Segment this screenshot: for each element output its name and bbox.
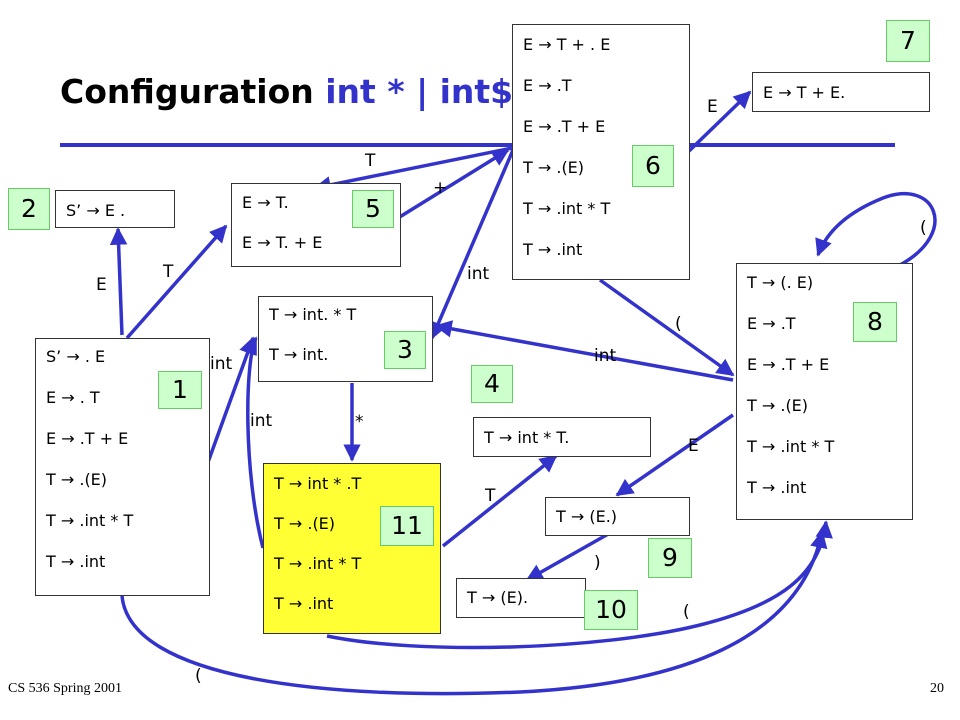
edge-6-3 <box>430 149 515 340</box>
state-item: T → (E). <box>467 588 529 607</box>
state-number-badge: 9 <box>648 538 692 578</box>
edge-1-2 <box>109 227 128 336</box>
edge-6-7 <box>686 90 752 154</box>
edge-label: int <box>594 346 617 366</box>
edge-1-3 <box>205 336 256 466</box>
edge-label: * <box>355 412 364 432</box>
state-2: S’ → E . <box>55 190 175 228</box>
title-prefix: Configuration <box>60 72 326 111</box>
edge-8-3 <box>434 320 734 382</box>
edge-5-6 <box>397 148 510 220</box>
edge-8-8 <box>815 191 937 267</box>
state-item: T → .(E) <box>747 396 809 415</box>
state-item: T → .int <box>747 478 807 497</box>
state-item: E → .T + E <box>523 117 606 136</box>
state-item: T → .int <box>274 594 334 613</box>
state-item: T → int * T. <box>484 428 570 447</box>
edge-label: ( <box>195 666 202 686</box>
footer-course: CS 536 Spring 2001 <box>8 681 122 696</box>
state-number-badge: 5 <box>352 190 394 228</box>
state-item: T → .int * T <box>274 554 362 573</box>
edge-8-9 <box>615 413 734 497</box>
edge-label: T <box>365 151 376 171</box>
edge-label: T <box>485 486 496 506</box>
state-item: E → .T + E <box>46 429 129 448</box>
state-number-badge: 11 <box>380 506 434 546</box>
state-item: T → (. E) <box>747 273 814 292</box>
state-number-badge: 2 <box>8 188 50 230</box>
state-number-badge: 1 <box>158 371 202 409</box>
state-item: T → int * .T <box>274 474 362 493</box>
state-item: E → .T <box>747 314 796 333</box>
state-item: E → T + E. <box>763 83 846 102</box>
state-11: T → int * .T T → .(E) T → .int * T T → .… <box>263 463 441 634</box>
state-number-badge: 3 <box>384 331 426 369</box>
state-item: T → .(E) <box>523 158 585 177</box>
edge-label: T <box>163 262 174 282</box>
edge-11-4 <box>441 454 558 548</box>
state-item: S’ → E . <box>66 201 126 220</box>
edge-label: + <box>433 178 448 198</box>
edge-label: ( <box>920 218 927 238</box>
state-item: T → .int <box>46 552 106 571</box>
state-item: T → (E.) <box>556 507 618 526</box>
page-number: 20 <box>930 681 944 696</box>
state-item: E → T + . E <box>523 35 611 54</box>
title-highlight: int * | int$ <box>325 72 514 111</box>
edge-label: int <box>250 411 273 431</box>
edge-6-5 <box>313 146 513 194</box>
state-item: T → int. <box>269 345 329 364</box>
state-10: T → (E). <box>456 578 586 618</box>
state-item: E → T. + E <box>242 233 323 252</box>
edge-1-8 <box>120 530 828 696</box>
state-item: T → int. * T <box>269 305 357 324</box>
state-item: T → .int <box>523 240 583 259</box>
edge-label: ( <box>675 314 682 334</box>
edge-label: E <box>688 436 699 456</box>
edge-1-5 <box>125 224 228 340</box>
title-rule <box>60 143 895 147</box>
edge-6-8 <box>598 278 735 377</box>
state-item: E → . T <box>46 388 100 407</box>
edge-label: int <box>467 264 490 284</box>
state-7: E → T + E. <box>752 72 930 112</box>
state-4: T → int * T. <box>473 417 651 457</box>
state-item: T → .(E) <box>274 514 336 533</box>
state-item: E → .T <box>523 76 572 95</box>
state-number-badge: 4 <box>471 365 513 403</box>
state-item: T → .int * T <box>747 437 835 456</box>
state-item: T → .int * T <box>46 511 134 530</box>
edge-label: ( <box>683 602 690 622</box>
edge-label: int <box>210 354 233 374</box>
state-9: T → (E.) <box>545 497 690 536</box>
edge-11-3 <box>241 336 265 549</box>
edge-label: E <box>96 275 107 295</box>
state-item: T → .(E) <box>46 470 108 489</box>
state-number-badge: 7 <box>886 20 930 62</box>
slide-title: Configuration int * | int$ <box>60 72 513 111</box>
edge-9-10 <box>525 531 611 582</box>
edge-label: E <box>707 97 718 117</box>
state-item: E → .T + E <box>747 355 830 374</box>
state-number-badge: 6 <box>632 145 674 187</box>
state-number-badge: 8 <box>853 302 897 342</box>
state-item: S’ → . E <box>46 347 106 366</box>
state-item: E → T. <box>242 193 289 212</box>
edge-label: ) <box>594 553 601 573</box>
state-item: T → .int * T <box>523 199 611 218</box>
edge-11-8 <box>326 520 833 650</box>
state-number-badge: 10 <box>584 590 638 630</box>
